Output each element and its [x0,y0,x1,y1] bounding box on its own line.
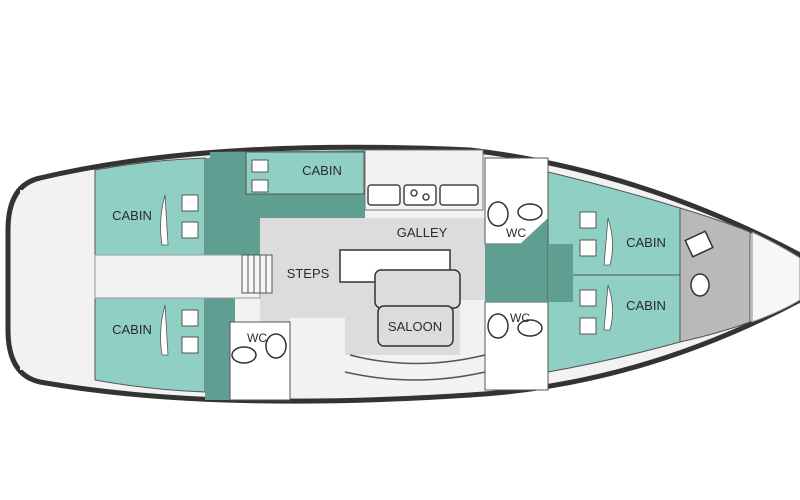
saloon-table [377,305,454,347]
saloon-settee [349,354,486,365]
saloon-settee-outer [344,371,486,381]
galley-stove-icon [367,184,479,206]
wc-fwd-lower-wall [485,244,548,302]
label-saloon: SALOON [388,319,442,334]
label-cabin-top-mid: CABIN [302,163,342,178]
label-cabin-aft-port: CABIN [112,208,152,223]
label-wc-fwd-lower: WC [510,311,530,325]
wc-fwd-upper-toilet-icon [487,201,543,227]
label-steps: STEPS [287,266,330,281]
wc-fwd-upper-wall [485,218,548,244]
label-cabin-fwd-upper: CABIN [626,235,666,250]
pillows [181,159,597,354]
label-galley: GALLEY [397,225,448,240]
aft-deck [20,190,95,370]
label-wc-fwd-upper: WC [506,226,526,240]
steps-corridor [94,254,261,299]
berth-fold-marks [160,194,613,356]
bow-tip [751,231,800,323]
wc-fwd-lower-toilet-icon [487,313,543,339]
cabin-aft-stbd [94,297,206,393]
cabin-aft-stbd-passage [205,298,235,400]
cabin-fwd-passage [548,244,573,302]
label-cabin-fwd-lower: CABIN [626,298,666,313]
forepeak-toilet-icon [684,230,714,297]
forepeak [679,207,751,343]
wc-aft-toilet-icon [231,333,287,364]
steps-icon [241,254,273,294]
label-cabin-aft-stbd: CABIN [112,322,152,337]
label-wc-aft: WC [247,331,267,345]
saloon-seat [374,269,461,309]
